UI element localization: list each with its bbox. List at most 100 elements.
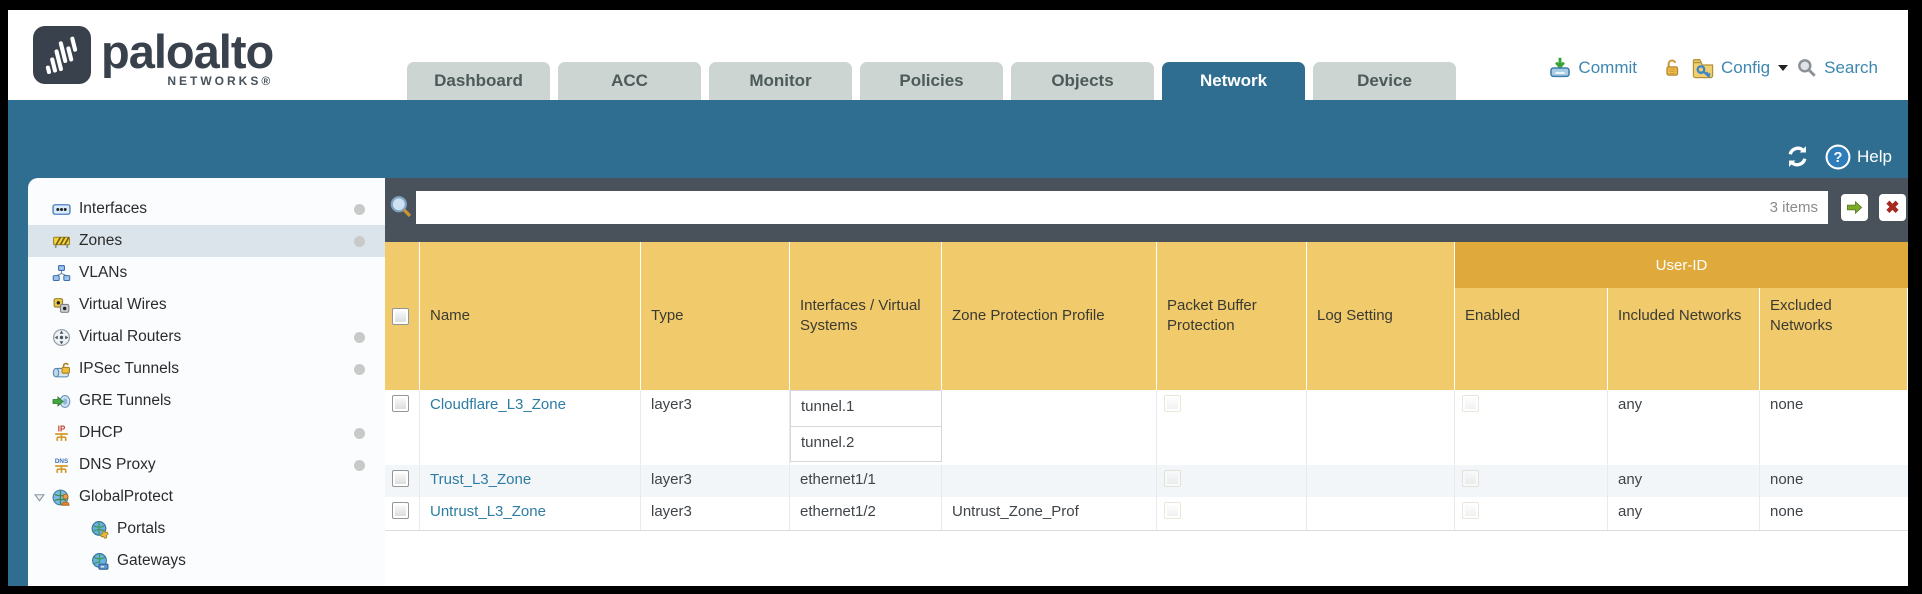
status-dot	[354, 364, 365, 375]
items-count: 3 items	[1769, 199, 1818, 216]
tab-acc[interactable]: ACC	[558, 62, 701, 100]
header-cell-packet-buffer-protection[interactable]: Packet Buffer Protection	[1157, 242, 1307, 390]
expander-triangle-icon[interactable]	[34, 492, 45, 503]
cell-type: layer3	[641, 465, 790, 497]
clear-filter-button[interactable]: ✖	[1879, 194, 1906, 221]
sidebar-item-zones[interactable]: Zones	[28, 225, 385, 257]
svg-text:DNS: DNS	[55, 457, 68, 464]
commit-button[interactable]: Commit	[1548, 56, 1637, 80]
cell-user-id-enabled	[1455, 390, 1608, 465]
interface-entry: tunnel.2	[790, 426, 942, 462]
table-row[interactable]: Trust_L3_Zone layer3 ethernet1/1 any non…	[385, 465, 1908, 497]
gateways-icon	[92, 552, 109, 570]
cell-log-setting	[1307, 390, 1455, 465]
table-row[interactable]: Cloudflare_L3_Zone layer3 tunnel.1 tunne…	[385, 390, 1908, 465]
cell-log-setting	[1307, 465, 1455, 497]
zone-name-link[interactable]: Untrust_L3_Zone	[430, 503, 546, 520]
sidebar-item-gre-tunnels[interactable]: GRE Tunnels	[28, 385, 385, 417]
help-label[interactable]: Help	[1857, 146, 1892, 166]
cell-select	[385, 390, 420, 465]
header-cell-name[interactable]: Name	[420, 242, 641, 390]
dhcp-icon: IP	[55, 424, 68, 441]
sidebar-item-virtual-wires[interactable]: Virtual Wires	[28, 289, 385, 321]
globalprotect-icon	[52, 489, 70, 506]
header-cell-zone-protection-profile[interactable]: Zone Protection Profile	[942, 242, 1157, 390]
packet-buffer-checkbox[interactable]	[1164, 395, 1181, 412]
packet-buffer-checkbox[interactable]	[1164, 470, 1181, 487]
tab-network[interactable]: Network	[1162, 62, 1305, 100]
tab-device[interactable]: Device	[1313, 62, 1456, 100]
content-filler	[385, 531, 1908, 586]
user-id-group-label: User-ID	[1655, 256, 1708, 274]
svg-text:IP: IP	[58, 424, 65, 433]
help-icon[interactable]: ?	[1825, 144, 1851, 170]
tab-objects[interactable]: Objects	[1011, 62, 1154, 100]
row-checkbox[interactable]	[392, 470, 409, 487]
sidebar-item-dhcp[interactable]: IP DHCP	[28, 417, 385, 449]
sidebar-item-ipsec-tunnels[interactable]: IPSec Tunnels	[28, 353, 385, 385]
cell-name: Untrust_L3_Zone	[420, 497, 641, 530]
cell-zone-protection-profile	[942, 390, 1157, 465]
header-cell-included-networks[interactable]: Included Networks	[1608, 242, 1760, 390]
row-checkbox[interactable]	[392, 395, 409, 412]
sidebar-item-portals[interactable]: Portals	[28, 513, 385, 545]
zones-table-body: Cloudflare_L3_Zone layer3 tunnel.1 tunne…	[385, 390, 1908, 531]
tab-policies[interactable]: Policies	[860, 62, 1003, 100]
search-icon	[1798, 59, 1816, 77]
sidebar-item-gateways[interactable]: Gateways	[28, 545, 385, 577]
cell-name: Cloudflare_L3_Zone	[420, 390, 641, 465]
top-header: paloalto NETWORKS® Dashboard ACC Monitor…	[8, 10, 1908, 100]
sidebar-item-interfaces[interactable]: Interfaces	[28, 193, 385, 225]
lock-icon[interactable]	[1661, 57, 1683, 79]
user-id-enabled-checkbox[interactable]	[1462, 502, 1479, 519]
cell-included-networks: any	[1608, 390, 1760, 465]
header-cell-enabled[interactable]: Enabled	[1455, 242, 1608, 390]
zones-content: 3 items ✖ Name Type Interfaces / Vi	[385, 178, 1908, 586]
search-button[interactable]: Search	[1796, 57, 1878, 79]
filter-search-icon	[390, 196, 412, 218]
user-id-enabled-checkbox[interactable]	[1462, 470, 1479, 487]
status-dot	[354, 204, 365, 215]
zones-icon	[53, 236, 70, 248]
table-row[interactable]: Untrust_L3_Zone layer3 ethernet1/2 Untru…	[385, 497, 1908, 530]
apply-filter-button[interactable]	[1841, 194, 1868, 221]
cell-type: layer3	[641, 497, 790, 530]
vlans-icon	[52, 264, 71, 281]
cell-interfaces: ethernet1/2	[790, 497, 942, 530]
search-label: Search	[1824, 58, 1878, 77]
user-id-enabled-checkbox[interactable]	[1462, 395, 1479, 412]
virtual-wires-icon	[53, 297, 70, 313]
chevron-down-icon	[1778, 65, 1789, 71]
cell-zone-protection-profile: Untrust_Zone_Prof	[942, 497, 1157, 530]
cell-type: layer3	[641, 390, 790, 465]
sidebar-item-label: Portals	[117, 520, 166, 537]
sidebar-item-globalprotect[interactable]: GlobalProtect	[28, 481, 385, 513]
zone-name-link[interactable]: Cloudflare_L3_Zone	[430, 396, 566, 413]
filter-input[interactable]	[416, 191, 1770, 224]
sidebar-item-dns-proxy[interactable]: DNS DNS Proxy	[28, 449, 385, 481]
header-cell-type[interactable]: Type	[641, 242, 790, 390]
sidebar-item-virtual-routers[interactable]: Virtual Routers	[28, 321, 385, 353]
sidebar-item-label: IPSec Tunnels	[79, 360, 179, 377]
config-menu[interactable]: Config	[1691, 56, 1789, 80]
brand-name: paloalto	[101, 25, 274, 78]
sidebar-item-vlans[interactable]: VLANs	[28, 257, 385, 289]
header-cell-interfaces[interactable]: Interfaces / Virtual Systems	[790, 242, 942, 390]
select-all-checkbox[interactable]	[392, 307, 409, 325]
cell-included-networks: any	[1608, 465, 1760, 497]
teal-band: ? Help	[8, 100, 1908, 178]
cell-select	[385, 497, 420, 530]
packet-buffer-checkbox[interactable]	[1164, 502, 1181, 519]
portals-icon	[91, 520, 109, 539]
header-cell-excluded-networks[interactable]: Excluded Networks	[1760, 242, 1908, 390]
refresh-icon[interactable]	[1784, 143, 1811, 170]
header-cell-log-setting[interactable]: Log Setting	[1307, 242, 1455, 390]
paloalto-logo: paloalto NETWORKS®	[33, 25, 274, 88]
zone-name-link[interactable]: Trust_L3_Zone	[430, 471, 532, 488]
cell-log-setting	[1307, 497, 1455, 530]
commit-icon	[1550, 57, 1571, 78]
tab-monitor[interactable]: Monitor	[709, 62, 852, 100]
row-checkbox[interactable]	[392, 502, 409, 519]
tab-dashboard[interactable]: Dashboard	[407, 62, 550, 100]
